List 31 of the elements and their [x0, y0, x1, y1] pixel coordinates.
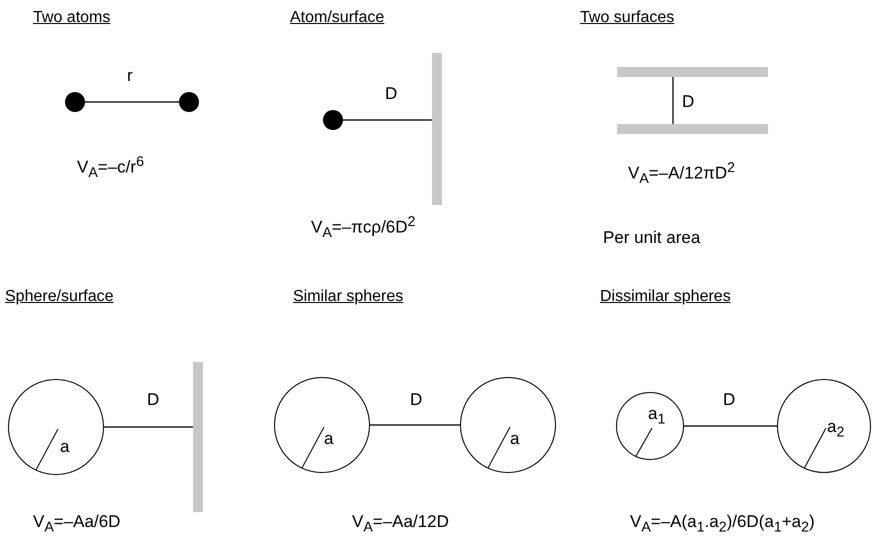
formula-text: V$_{A}$=–Aa/12D: [352, 512, 449, 536]
panel-heading: Dissimilar spheres: [600, 287, 731, 306]
distance-line: [104, 426, 193, 428]
panel-heading: Atom/surface: [290, 8, 384, 28]
distance-line: [672, 77, 674, 124]
formula-text: V$_{A}$=–c/r$^{6}$: [77, 154, 144, 182]
surface-bar: [617, 67, 768, 77]
panel-heading: Sphere/surface: [5, 287, 114, 306]
atom-dot: [179, 92, 199, 112]
atom-dot: [323, 110, 343, 130]
panel-heading: Two surfaces: [580, 8, 674, 28]
surface-bar: [617, 124, 768, 134]
formula-text: Per unit area: [603, 228, 700, 248]
radius-label: a: [60, 437, 70, 458]
formula-text: V$_{A}$=–A(a$_{1}$.a$_{2}$)/6D(a$_{1}$+a$_{2}$): [630, 512, 815, 536]
radius-label: a: [510, 429, 520, 450]
distance-line: [370, 424, 460, 426]
radius-label: a$_{1}$: [648, 404, 666, 428]
radius-label: a: [324, 429, 334, 450]
panel-heading: Two atoms: [33, 8, 110, 28]
distance-line: [684, 425, 777, 427]
surface-bar: [193, 362, 203, 512]
atom-dot: [65, 92, 85, 112]
panel-heading: Similar spheres: [293, 287, 404, 306]
distance-line: [85, 101, 179, 103]
formula-text: V$_{A}$=–Aa/6D: [33, 512, 120, 536]
surface-bar: [432, 53, 442, 205]
formula-text: V$_{A}$=–A/12πD$^{2}$: [628, 160, 736, 188]
distance-line: [343, 119, 432, 121]
radius-label: a$_{2}$: [827, 417, 844, 442]
formula-text: V$_{A}$=–πcρ/6D$^{2}$: [311, 214, 416, 242]
